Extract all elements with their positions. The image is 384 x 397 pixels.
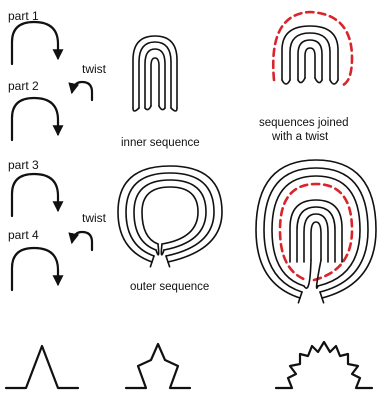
joined-caption-line-1: sequences joined <box>259 117 349 129</box>
inner-sequence-figure <box>133 36 177 111</box>
twist-top-arrow <box>72 82 92 100</box>
twist-bottom-label: twist <box>82 211 107 225</box>
part-2-label: part 2 <box>8 79 39 93</box>
part-3-arc-arrow <box>12 174 58 216</box>
part-3-label: part 3 <box>8 158 39 172</box>
outer-sequence-caption: outer sequence <box>130 281 209 293</box>
complete-labyrinth-figure <box>256 160 376 303</box>
part-4-arc-arrow <box>12 248 58 290</box>
part-1-arc-arrow <box>12 22 58 64</box>
joined-caption-line-2: with a twist <box>271 131 329 143</box>
joined-sequence-top-figure <box>273 12 352 86</box>
koch-iteration-1 <box>6 346 78 388</box>
twist-top-label: twist <box>82 62 107 76</box>
koch-iteration-2 <box>126 344 190 388</box>
inner-sequence-caption: inner sequence <box>121 137 200 149</box>
twist-bottom-arrow <box>72 232 92 250</box>
koch-iteration-3 <box>276 342 372 388</box>
part-4-label: part 4 <box>8 228 39 242</box>
outer-sequence-figure <box>118 166 222 267</box>
part-2-arc-arrow <box>12 98 58 140</box>
part-1-label: part 1 <box>8 9 39 23</box>
